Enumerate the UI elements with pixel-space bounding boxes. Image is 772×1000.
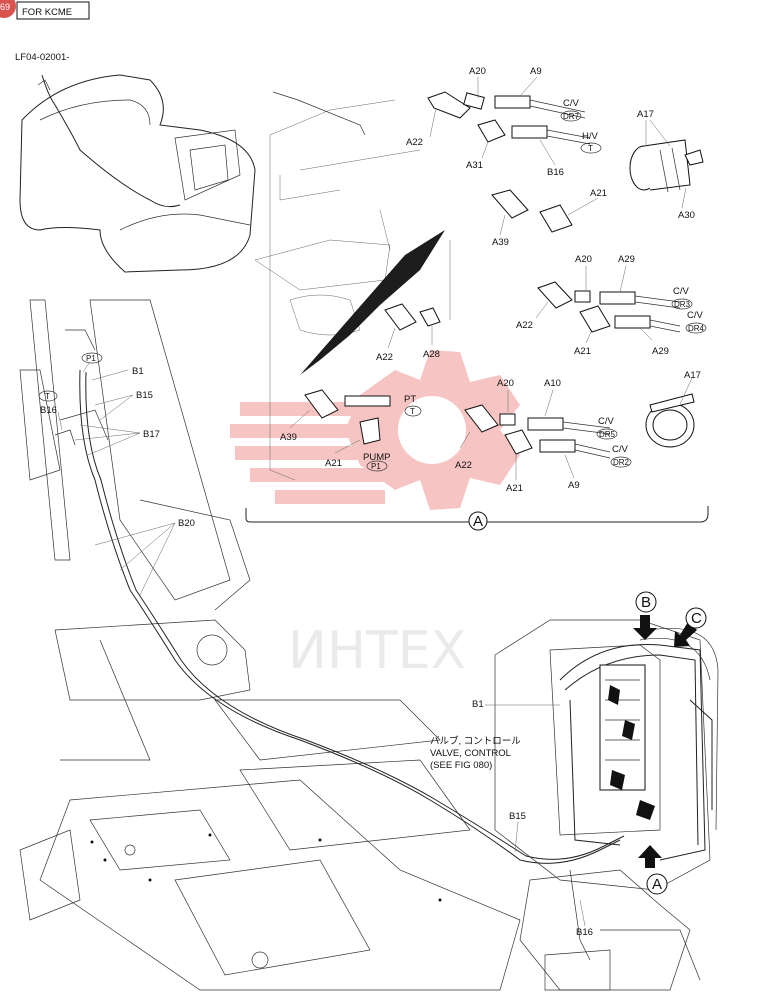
label-a20-top: A20: [469, 66, 486, 77]
label-a9-top: A9: [530, 66, 542, 77]
leader-lines-main: [57, 361, 586, 927]
port-pt-t: T: [410, 407, 415, 416]
fittings-a22-top-group: [427, 91, 591, 145]
port-cv2: C/V: [673, 286, 690, 297]
fittings-dr3-dr4-group: [537, 281, 681, 333]
label-a29-top: A29: [618, 254, 635, 265]
kcme-label: FOR KCME: [22, 7, 72, 18]
port-cv4: C/V: [598, 416, 615, 427]
section-marker-a: A: [468, 511, 488, 531]
label-b1-valve: B1: [472, 699, 484, 710]
port-t1: T: [588, 144, 593, 153]
port-dr7: DR7: [563, 112, 580, 121]
port-dr5: DR5: [599, 430, 616, 439]
port-cv1: C/V: [563, 98, 580, 109]
label-a39-top: A39: [492, 237, 509, 248]
machine-thumbnail: [19, 74, 256, 273]
label-a9-low: A9: [568, 480, 580, 491]
arrow-letter-b: B: [635, 591, 657, 613]
valve-note-en: VALVE, CONTROL: [430, 748, 511, 759]
label-b20: B20: [178, 518, 195, 529]
detail-a-frame: [245, 99, 709, 523]
arrow-a-icon: [638, 845, 662, 868]
label-a28: A28: [423, 349, 440, 360]
fittings-a39-pt-group: [304, 389, 391, 445]
label-a17-bot: A17: [684, 370, 701, 381]
label-p1: P1: [86, 354, 96, 363]
label-a10: A10: [544, 378, 561, 389]
label-a22-low: A22: [455, 460, 472, 471]
label-b16-left: B16: [40, 405, 57, 416]
arrow-letter-c: C: [685, 607, 707, 629]
detail-a-labels: A20 A9 A22 A31 B16 A17 A30 A39 A21 A20 A…: [280, 66, 701, 494]
port-p1-pump: P1: [371, 462, 381, 471]
label-a30: A30: [678, 210, 695, 221]
clamp-a17-top-icon: [629, 139, 704, 193]
arrow-letter-a-text: A: [652, 876, 662, 893]
port-cv3: C/V: [687, 310, 704, 321]
label-a22-left: A22: [376, 352, 393, 363]
arrow-c-icon: [674, 622, 697, 647]
valve-note-jp: バルブ, コントロール: [430, 735, 521, 747]
port-cv5: C/V: [612, 444, 629, 455]
label-b16-low: B16: [576, 927, 593, 938]
watermark-gear-icon: [345, 350, 520, 510]
label-t-left: T: [45, 392, 50, 401]
port-dr3: DR3: [674, 300, 691, 309]
port-dr4: DR4: [688, 324, 705, 333]
section-marker-a-text: A: [473, 513, 483, 530]
valve-note-ref: (SEE FIG 080): [430, 760, 492, 771]
arrow-letter-a: A: [646, 873, 668, 895]
label-a21-low: A21: [325, 458, 342, 469]
page-corner-number: 69: [0, 2, 10, 12]
page-corner-mark: 69: [0, 0, 16, 18]
label-b15-left: B15: [136, 390, 153, 401]
label-b17: B17: [143, 429, 160, 440]
leader-lines-detail-a: [272, 76, 693, 480]
view-arrows: [633, 615, 697, 868]
serial-number: LF04-02001-: [15, 52, 69, 63]
label-a21-mid: A21: [574, 346, 591, 357]
machine-frame: [19, 299, 701, 991]
hose-route: [54, 369, 625, 961]
label-a20-low: A20: [497, 378, 514, 389]
label-a17-top: A17: [637, 109, 654, 120]
main-view-labels: P1 B1 T B15 B16 B17 B20 B1 バルブ, コントロール V…: [38, 352, 593, 938]
label-a21-low2: A21: [506, 483, 523, 494]
port-hv: H/V: [582, 131, 599, 142]
label-pt: PT: [404, 394, 416, 405]
arrow-b-icon: [633, 615, 657, 640]
kcme-box: [16, 1, 90, 20]
fittings-a22-a28-mid: [384, 303, 441, 331]
label-a20-mid: A20: [575, 254, 592, 265]
watermark-logo: ИНТЕХ: [230, 350, 520, 681]
label-a22-mid: A22: [516, 320, 533, 331]
label-b1-left: B1: [132, 366, 144, 377]
port-tags: C/V DR7 H/V T C/V DR3 C/V DR4 T P1 C/V D…: [366, 98, 707, 472]
clamp-a17-bot-icon: [645, 393, 695, 448]
label-b15-low: B15: [509, 811, 526, 822]
fittings-dr5-dr2-group: [464, 404, 611, 459]
label-b16-top: B16: [547, 167, 564, 178]
fittings-a39-top: [491, 189, 573, 233]
arrow-letter-c-text: C: [691, 610, 702, 627]
label-pump: PUMP: [363, 452, 390, 463]
label-a29-bot: A29: [652, 346, 669, 357]
watermark-text: ИНТЕХ: [288, 621, 466, 681]
label-a22-top: A22: [406, 137, 423, 148]
label-a21-top: A21: [590, 188, 607, 199]
control-valve-assembly: [494, 619, 719, 891]
label-a39-low: A39: [280, 432, 297, 443]
port-dr2: DR2: [613, 458, 630, 467]
arrow-letter-b-text: B: [641, 594, 651, 611]
label-a31: A31: [466, 160, 483, 171]
